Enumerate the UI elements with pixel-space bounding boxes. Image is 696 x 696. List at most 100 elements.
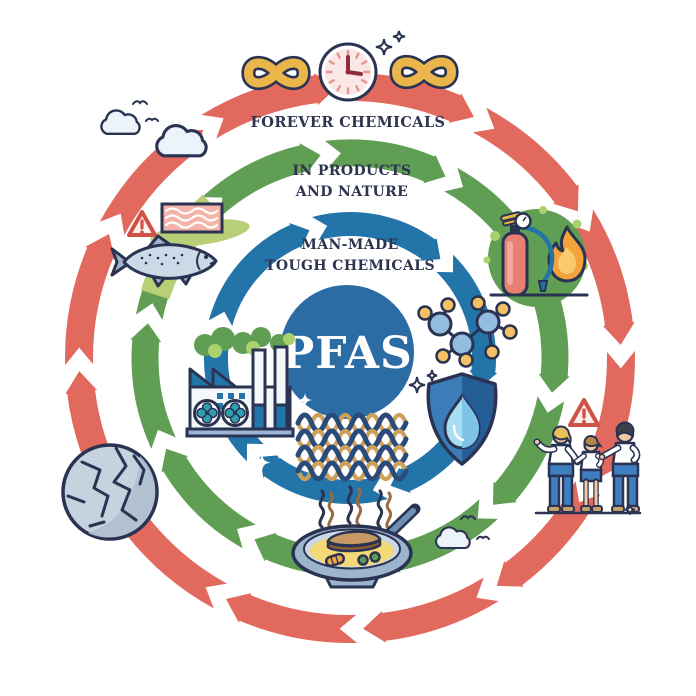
child-figure [574, 435, 605, 513]
clock-icon [318, 42, 378, 102]
weave-thread-blue [295, 412, 409, 434]
ring-arrowhead [469, 370, 498, 387]
ring-arrowhead [161, 448, 188, 473]
clock-tick [336, 52, 341, 59]
pfas-label: PFAS [281, 328, 413, 379]
infinity-icon-right [396, 62, 451, 82]
ring-notch [97, 213, 125, 238]
ring-segment [238, 594, 357, 643]
ring-notch [470, 105, 495, 133]
ring-notch [323, 139, 341, 170]
clock-ticks [325, 49, 371, 95]
factory-fan [193, 399, 221, 427]
factory-fan [221, 399, 249, 427]
ring-segment [65, 246, 114, 365]
ring-label-middle: IN PRODUCTS AND NATURE [293, 161, 412, 203]
ring-arrowhead [493, 481, 517, 505]
sparkle-icons-blue-ring [253, 448, 285, 471]
warning-triangle-icon [127, 210, 157, 237]
ring-segment [162, 456, 257, 549]
ring-notch [207, 311, 234, 329]
ring-segment [311, 212, 436, 260]
ring-segment [472, 107, 578, 204]
ring-segment [381, 577, 499, 641]
ring-segment [208, 224, 301, 328]
factory-base [185, 427, 295, 438]
cloud-icon-top-small [100, 109, 141, 135]
fire-extinguisher-icon [500, 211, 555, 297]
contaminated-fish-group [110, 202, 224, 288]
clock-tick [328, 78, 335, 84]
ring-segment [569, 209, 633, 327]
ring-notch [536, 394, 566, 413]
sparkle-icon [625, 504, 635, 515]
bird-icons-bottom [460, 515, 490, 540]
ring-arrowhead [448, 93, 474, 123]
ring-arrowhead [538, 373, 570, 393]
ring-arrowhead [603, 322, 635, 345]
textile-weave-icon [295, 412, 409, 482]
fire-extinguisher-group [489, 211, 589, 297]
frying-pan-icon [291, 485, 421, 589]
ring-arrowhead [130, 323, 162, 343]
factory-windows [217, 393, 245, 409]
shield-water-drop-icon [426, 372, 498, 466]
bird-icons-top [132, 100, 159, 122]
steak [326, 530, 382, 553]
ring-notch [150, 429, 178, 451]
ring-notch [134, 303, 164, 322]
fish-icon [110, 234, 218, 288]
family-icon [533, 398, 642, 515]
weave-thread-blue [295, 460, 409, 482]
ring-label-middle-line1: IN PRODUCTS [292, 163, 412, 179]
ring-notch [199, 114, 224, 141]
infinity-icon-left [241, 55, 311, 91]
ring-notch [237, 524, 258, 551]
ring-notch [205, 583, 230, 611]
flame-icon [547, 225, 587, 283]
steam-icon [318, 485, 393, 531]
ring-notch [372, 474, 390, 500]
clock-tick [336, 85, 342, 92]
ring-segment [264, 456, 389, 504]
ring-arrowhead [299, 143, 321, 174]
ring-notch [477, 497, 500, 519]
ring-arrowhead [254, 532, 277, 562]
ring-segment [122, 512, 228, 609]
smoke-icon [194, 327, 295, 358]
clock-tick [328, 60, 335, 65]
factory-icon [185, 327, 295, 438]
ring-notch [434, 252, 454, 273]
ring-label-inner-line2: TOUGH CHEMICALS [265, 258, 435, 274]
ring-arrowhead [85, 234, 115, 260]
ring-arrowhead [226, 593, 252, 623]
molecule-icon [417, 295, 518, 368]
ring-label-inner: MAN-MADE TOUGH CHEMICALS [265, 235, 435, 277]
ring-arrowhead [496, 561, 524, 587]
ring-notch [310, 216, 328, 242]
ring-notch [605, 349, 637, 369]
ring-arrowhead [553, 184, 579, 212]
ring-label-inner-line1: MAN-MADE [301, 237, 399, 253]
clock-tick [355, 52, 360, 59]
ring-label-middle-line2: AND NATURE [295, 184, 409, 200]
ring-segment [131, 338, 176, 449]
ring-notch [575, 478, 603, 503]
ring-notch [246, 443, 266, 464]
carrot [324, 552, 346, 568]
cloud-icon-bottom [435, 526, 471, 550]
cloud-icon-top-large [155, 124, 208, 158]
weave-thread-blue [295, 428, 409, 450]
clock-tick [355, 85, 360, 92]
ring-segment [435, 254, 496, 374]
peas [357, 551, 381, 566]
cracked-globe-icon [61, 443, 159, 541]
ring-notch [63, 347, 95, 367]
ring-notch [339, 613, 359, 645]
ring-arrowhead [423, 154, 446, 184]
ring-label-outer: FOREVER CHEMICALS [250, 114, 446, 132]
ring-arrowhead [65, 371, 97, 394]
fish-fillet-icon [160, 202, 224, 234]
